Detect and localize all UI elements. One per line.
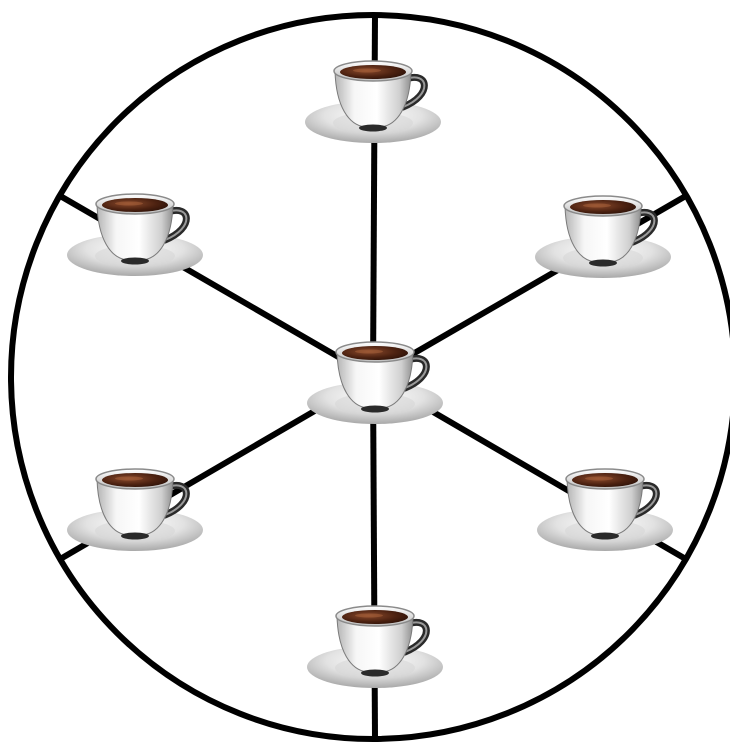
coffee-highlight — [355, 350, 383, 354]
coffee-cup-icon — [307, 606, 443, 688]
cup-foot — [361, 670, 389, 677]
coffee-highlight — [355, 614, 383, 618]
cup-foot — [361, 406, 389, 413]
cup-foot — [589, 260, 617, 267]
cup-foot — [121, 533, 149, 540]
coffee-cup-icon — [67, 194, 203, 276]
coffee-cup-icon — [535, 196, 671, 278]
coffee-highlight — [585, 477, 613, 481]
coffee-highlight — [115, 202, 143, 206]
cup-foot — [591, 533, 619, 540]
cup-foot — [121, 258, 149, 265]
cup-foot — [359, 125, 387, 132]
coffee-highlight — [115, 477, 143, 481]
cups-layer — [67, 61, 673, 688]
coffee-cup-icon — [67, 469, 203, 551]
coffee-highlight — [353, 69, 381, 73]
coffee-cup-icon — [305, 61, 441, 143]
coffee-cup-icon — [307, 342, 443, 424]
coffee-highlight — [583, 204, 611, 208]
